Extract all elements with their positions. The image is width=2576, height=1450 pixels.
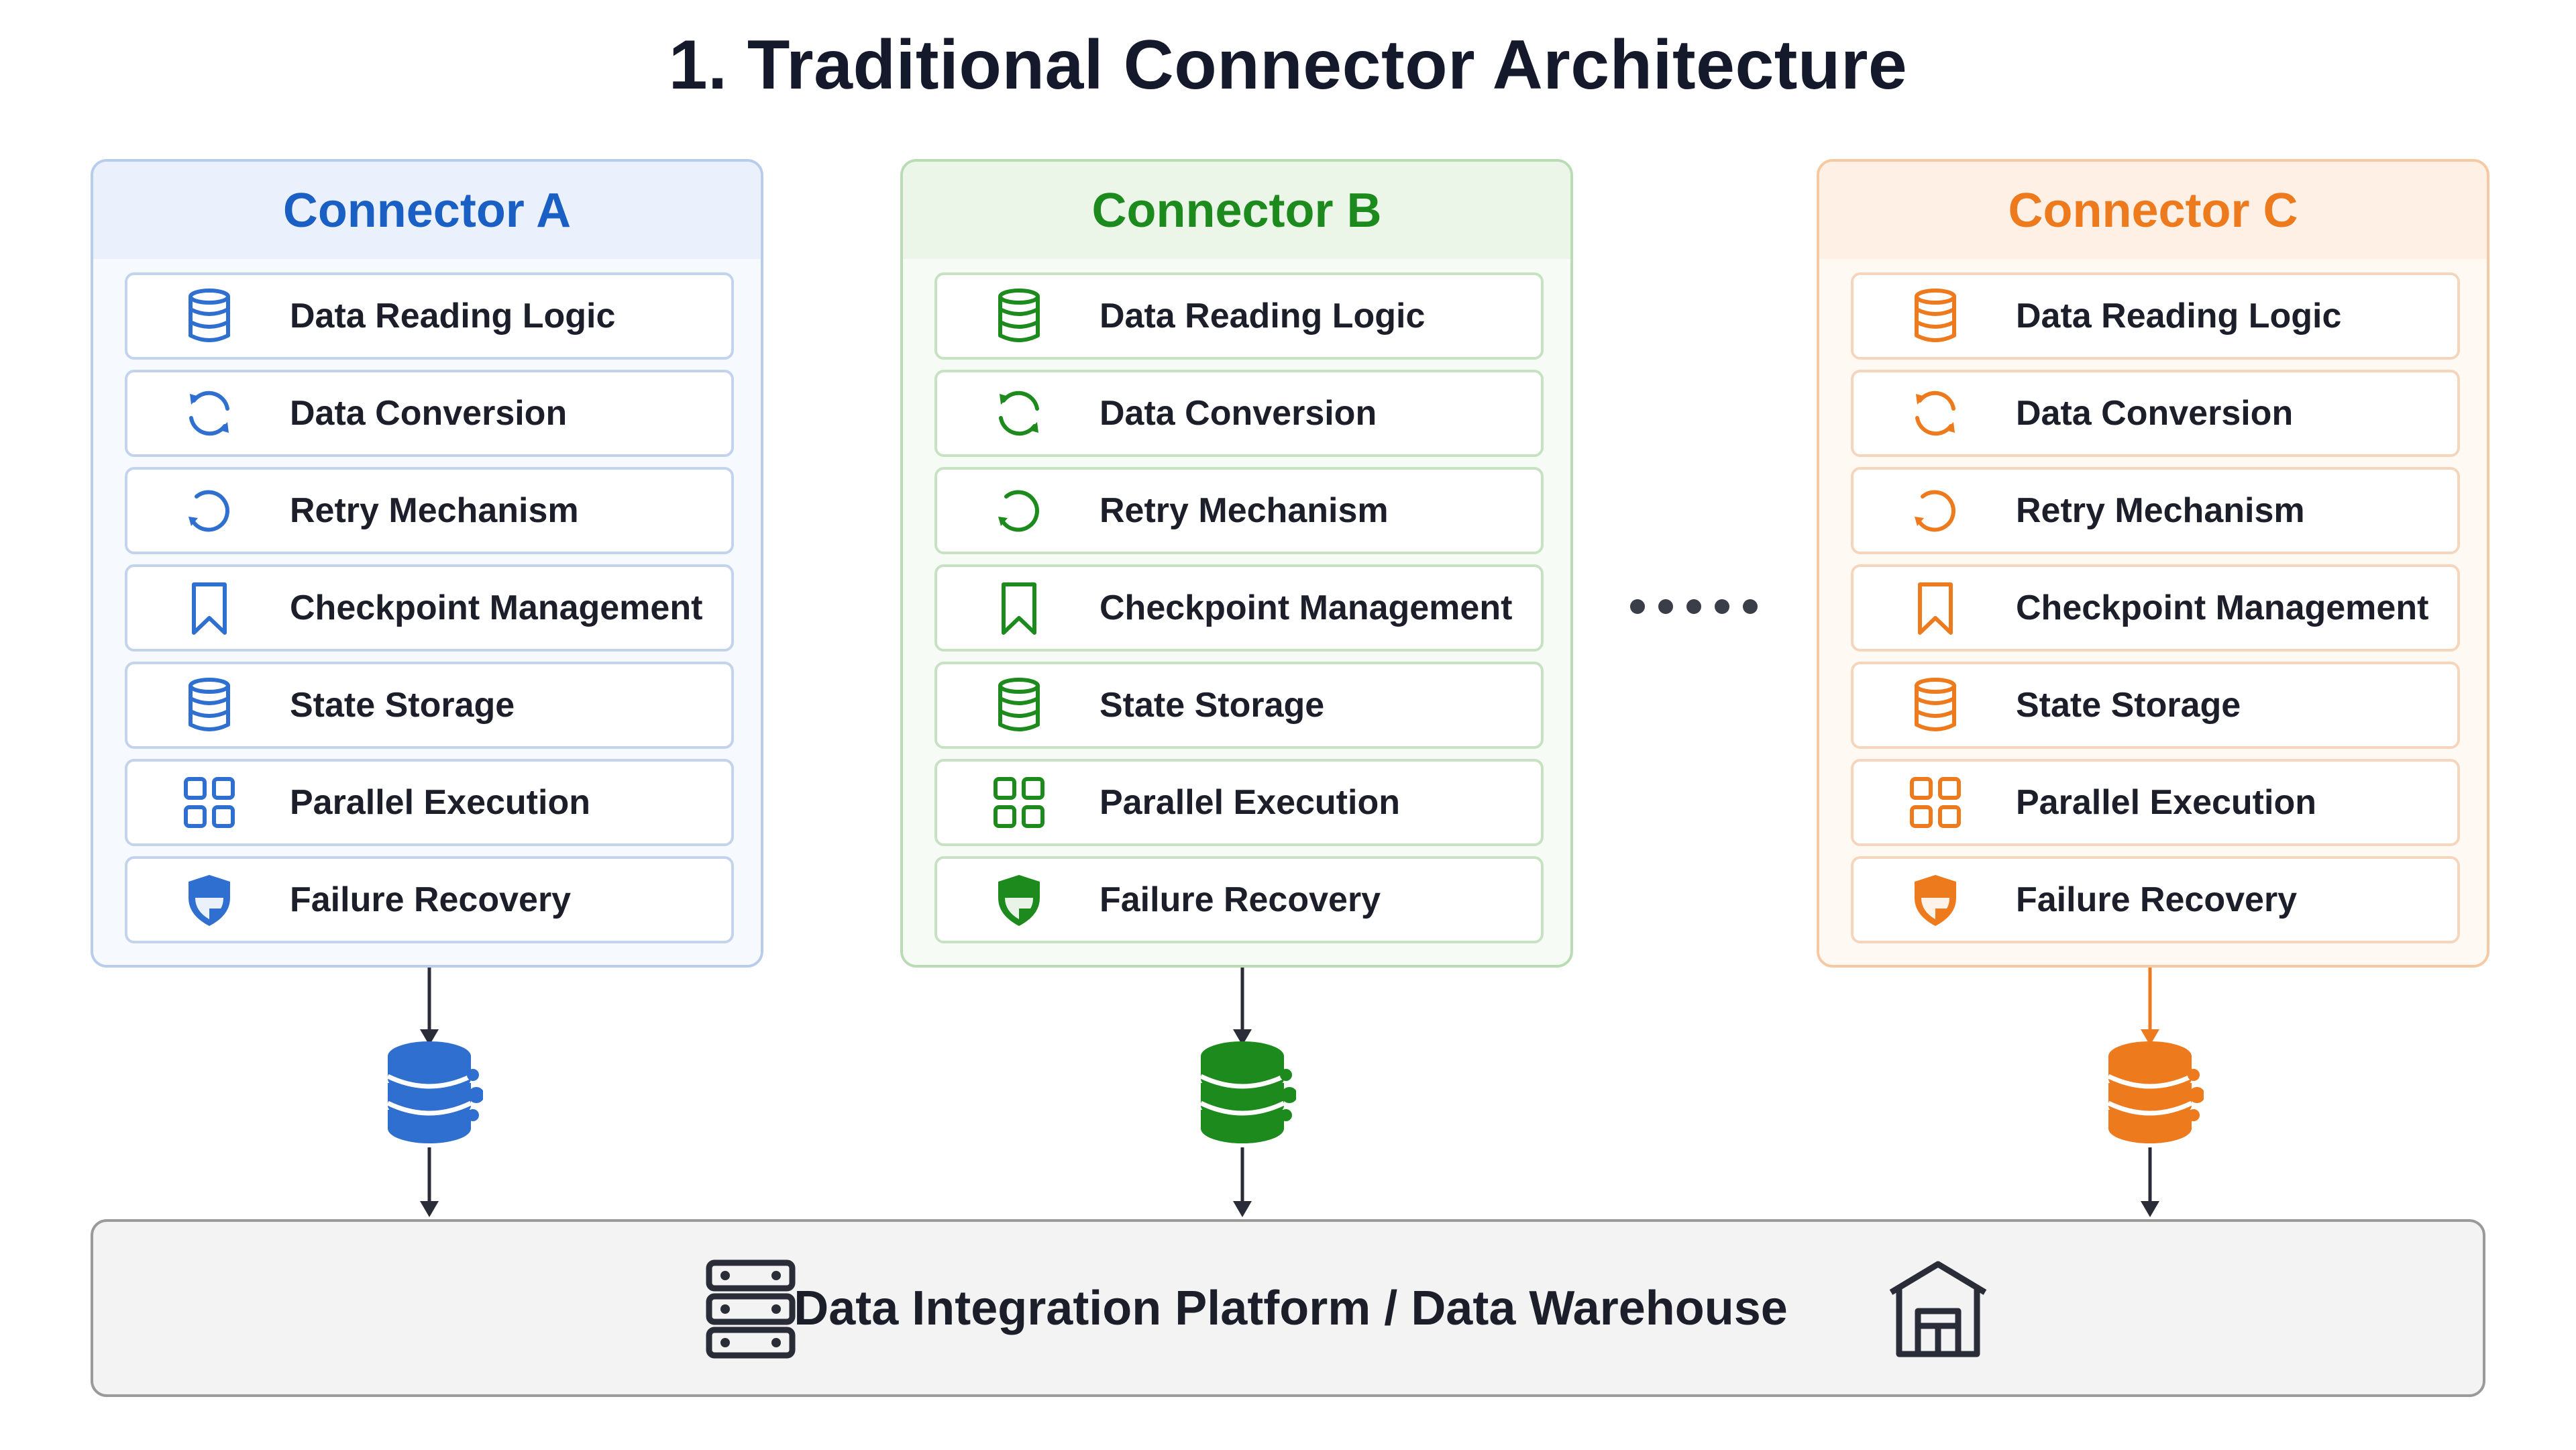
more-connectors-ellipsis: [1630, 594, 1771, 621]
grid-icon: [1902, 772, 1969, 833]
connector-c-card: Connector C Data Reading Logic Data Conv…: [1817, 159, 2489, 968]
connector-c-item-data-conversion: Data Conversion: [1851, 370, 2460, 457]
connector-a-item-retry: Retry Mechanism: [125, 467, 734, 554]
connector-b-card: Connector B Data Reading Logic Data Conv…: [900, 159, 1573, 968]
database-icon: [176, 675, 243, 735]
connector-a-flow: [386, 968, 483, 1217]
grid-icon: [176, 772, 243, 833]
connector-b-item-data-conversion: Data Conversion: [934, 370, 1544, 457]
connector-b-item-checkpoint: Checkpoint Management: [934, 564, 1544, 652]
database-icon: [176, 286, 243, 346]
data-integration-platform: Data Integration Platform / Data Warehou…: [91, 1219, 2485, 1397]
database-icon: [985, 675, 1053, 735]
connector-b-item-state-storage: State Storage: [934, 662, 1544, 749]
bookmark-icon: [985, 578, 1053, 638]
connector-c-item-data-reading: Data Reading Logic: [1851, 272, 2460, 360]
retry-icon: [176, 480, 243, 541]
database-stack-icon: [1199, 1041, 1296, 1143]
connector-c-item-retry: Retry Mechanism: [1851, 467, 2460, 554]
page-title: 1. Traditional Connector Architecture: [668, 26, 1908, 104]
shield-icon: [1902, 870, 1969, 930]
connector-b-title: Connector B: [903, 162, 1570, 259]
refresh-icon: [985, 383, 1053, 444]
refresh-icon: [176, 383, 243, 444]
bookmark-icon: [1902, 578, 1969, 638]
retry-icon: [985, 480, 1053, 541]
connector-c-flow: [2107, 968, 2204, 1217]
database-stack-icon: [2107, 1041, 2204, 1143]
connector-c-item-parallel: Parallel Execution: [1851, 759, 2460, 846]
connector-b-item-data-reading: Data Reading Logic: [934, 272, 1544, 360]
connector-a-item-failure-recovery: Failure Recovery: [125, 856, 734, 943]
shield-icon: [985, 870, 1053, 930]
connector-b-item-retry: Retry Mechanism: [934, 467, 1544, 554]
grid-icon: [985, 772, 1053, 833]
connector-a-item-parallel: Parallel Execution: [125, 759, 734, 846]
connector-b-flow: [1199, 968, 1296, 1217]
shield-icon: [176, 870, 243, 930]
platform-label: Data Integration Platform / Data Warehou…: [794, 1281, 1788, 1335]
database-icon: [1902, 675, 1969, 735]
retry-icon: [1902, 480, 1969, 541]
connector-a-card: Connector A Data Reading Logic Data Conv…: [91, 159, 763, 968]
connector-a-title: Connector A: [93, 162, 761, 259]
connector-c-title: Connector C: [1819, 162, 2487, 259]
database-stack-icon: [386, 1041, 483, 1143]
connector-a-item-data-conversion: Data Conversion: [125, 370, 734, 457]
connector-c-item-state-storage: State Storage: [1851, 662, 2460, 749]
refresh-icon: [1902, 383, 1969, 444]
server-rack-icon: [706, 1259, 796, 1359]
connector-c-item-failure-recovery: Failure Recovery: [1851, 856, 2460, 943]
database-icon: [1902, 286, 1969, 346]
connector-a-item-checkpoint: Checkpoint Management: [125, 564, 734, 652]
connector-b-item-parallel: Parallel Execution: [934, 759, 1544, 846]
bookmark-icon: [176, 578, 243, 638]
connector-a-item-state-storage: State Storage: [125, 662, 734, 749]
database-icon: [985, 286, 1053, 346]
warehouse-icon: [1889, 1261, 1987, 1357]
connector-c-item-checkpoint: Checkpoint Management: [1851, 564, 2460, 652]
connector-b-item-failure-recovery: Failure Recovery: [934, 856, 1544, 943]
connector-a-item-data-reading: Data Reading Logic: [125, 272, 734, 360]
